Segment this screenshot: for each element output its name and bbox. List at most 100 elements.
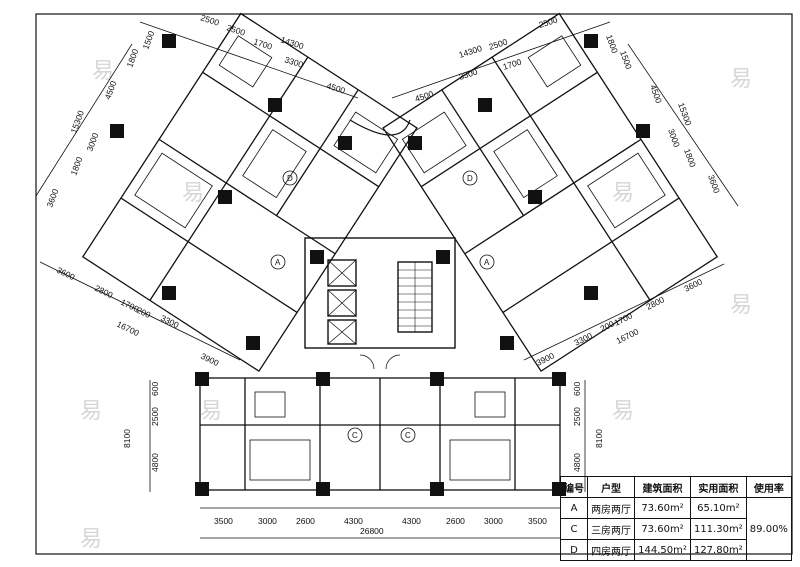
svg-text:1800: 1800 <box>604 33 620 54</box>
dims-mid-right: 3900 3300 200 1700 16700 2800 3600 <box>534 276 704 367</box>
svg-text:15300: 15300 <box>68 109 86 135</box>
svg-text:3000: 3000 <box>484 516 503 526</box>
header-usable-area: 实用面积 <box>689 476 747 498</box>
bottom-block <box>199 354 561 491</box>
cell-code: D <box>559 539 589 561</box>
unit-label: A <box>275 258 281 267</box>
unit-label: C <box>405 431 411 440</box>
svg-text:600: 600 <box>572 382 582 396</box>
svg-text:3500: 3500 <box>214 516 233 526</box>
header-code: 编号 <box>559 476 589 498</box>
dims-side-right: 600 2500 8100 4800 <box>572 382 604 472</box>
watermark-layer: 易 易 易 易 易 易 易 易 易 <box>80 59 752 552</box>
dims-bottom: 3500 3000 2600 4300 4300 2600 3000 3500 … <box>214 516 547 536</box>
svg-text:2500: 2500 <box>199 12 220 27</box>
svg-text:8100: 8100 <box>594 429 604 448</box>
svg-text:2600: 2600 <box>296 516 315 526</box>
svg-text:2600: 2600 <box>446 516 465 526</box>
svg-text:4300: 4300 <box>402 516 421 526</box>
svg-text:1800: 1800 <box>682 147 698 168</box>
svg-text:3000: 3000 <box>84 131 100 152</box>
unit-label: C <box>352 431 358 440</box>
drawing-frame <box>35 13 793 555</box>
svg-text:易: 易 <box>182 181 204 206</box>
cell-type: 四房两厅 <box>587 539 636 561</box>
svg-text:600: 600 <box>150 382 160 396</box>
svg-text:3900: 3900 <box>199 351 221 368</box>
svg-text:1500: 1500 <box>140 29 156 50</box>
header-usage-ratio: 使用率 <box>745 476 793 498</box>
table-row: A 两房两厅 73.60m² 65.10m² 89.00% <box>559 497 793 561</box>
svg-text:4800: 4800 <box>572 453 582 472</box>
svg-text:1800: 1800 <box>68 155 84 176</box>
cell-type: 三房两厅 <box>587 518 636 540</box>
svg-text:3300: 3300 <box>458 66 479 81</box>
cell-code: C <box>559 518 589 540</box>
svg-text:14300: 14300 <box>458 43 484 60</box>
cell-usage-ratio: 89.00% <box>745 497 793 561</box>
svg-text:易: 易 <box>730 293 752 318</box>
table-header-row: 编号 户型 建筑面积 实用面积 使用率 <box>559 476 793 498</box>
svg-text:易: 易 <box>612 399 634 424</box>
svg-text:3300: 3300 <box>159 313 181 330</box>
dimension-lines <box>35 21 739 539</box>
dims-right-vertical: 1800 1500 4500 15300 3000 1800 3600 <box>604 33 722 194</box>
svg-text:易: 易 <box>200 399 222 424</box>
elevator-shaft <box>327 319 357 345</box>
svg-text:2500: 2500 <box>488 36 509 51</box>
unit-label: D <box>287 174 293 183</box>
cell-built-area: 144.50m² <box>634 539 691 561</box>
svg-text:200: 200 <box>135 305 152 320</box>
svg-text:易: 易 <box>730 67 752 92</box>
right-wing <box>382 12 719 373</box>
elevator-shaft <box>327 289 357 317</box>
unit-label: A <box>484 258 490 267</box>
cell-code: A <box>559 497 589 519</box>
dims-side-left: 600 2500 8100 4800 <box>122 382 160 472</box>
unit-labels: A A C C D D <box>270 170 495 443</box>
svg-text:4500: 4500 <box>325 80 346 95</box>
cell-usable-area: 111.30m² <box>689 518 747 540</box>
dims-mid-left: 3600 2800 1700 200 16700 3300 3900 <box>55 265 221 368</box>
cell-usable-area: 127.80m² <box>689 539 747 561</box>
svg-text:易: 易 <box>80 399 102 424</box>
cell-type: 两房两厅 <box>587 497 636 519</box>
svg-text:2500: 2500 <box>538 14 559 29</box>
svg-text:2500: 2500 <box>572 407 582 426</box>
svg-text:3000: 3000 <box>666 127 682 148</box>
left-wing <box>81 12 418 373</box>
header-type: 户型 <box>587 476 636 498</box>
svg-text:3600: 3600 <box>44 187 60 208</box>
central-core <box>304 237 456 349</box>
svg-text:3600: 3600 <box>55 265 77 282</box>
svg-text:1700: 1700 <box>252 36 273 51</box>
unit-label: D <box>467 174 473 183</box>
header-built-area: 建筑面积 <box>634 476 691 498</box>
total-width-dimension: 26800 <box>360 526 384 536</box>
svg-text:3300: 3300 <box>283 54 304 69</box>
svg-text:3600: 3600 <box>706 173 722 194</box>
elevator-shaft <box>327 259 357 287</box>
svg-text:易: 易 <box>92 59 114 84</box>
dims-left-vertical: 1500 1800 4500 15300 3000 1800 3600 <box>44 29 156 208</box>
svg-text:1800: 1800 <box>124 47 140 68</box>
svg-text:4500: 4500 <box>648 83 664 104</box>
svg-text:15300: 15300 <box>676 101 694 127</box>
unit-area-table: 编号 户型 建筑面积 实用面积 使用率 A 两房两厅 73.60m² 65.10… <box>559 476 793 561</box>
connector-arc <box>349 119 411 136</box>
cell-built-area: 73.60m² <box>634 518 691 540</box>
svg-text:3000: 3000 <box>258 516 277 526</box>
dims-top-left: 2500 2500 1700 14300 3300 4500 <box>199 12 346 95</box>
svg-text:4300: 4300 <box>344 516 363 526</box>
svg-text:8100: 8100 <box>122 429 132 448</box>
table-row: D 四房两厅 144.50m² 127.80m² <box>559 539 792 561</box>
svg-text:易: 易 <box>612 181 634 206</box>
cell-usable-area: 65.10m² <box>689 497 747 519</box>
structural-columns <box>110 34 650 496</box>
svg-text:3500: 3500 <box>528 516 547 526</box>
svg-text:3600: 3600 <box>682 276 704 293</box>
svg-text:2500: 2500 <box>225 22 246 37</box>
svg-text:1500: 1500 <box>618 49 634 70</box>
svg-text:4800: 4800 <box>150 453 160 472</box>
